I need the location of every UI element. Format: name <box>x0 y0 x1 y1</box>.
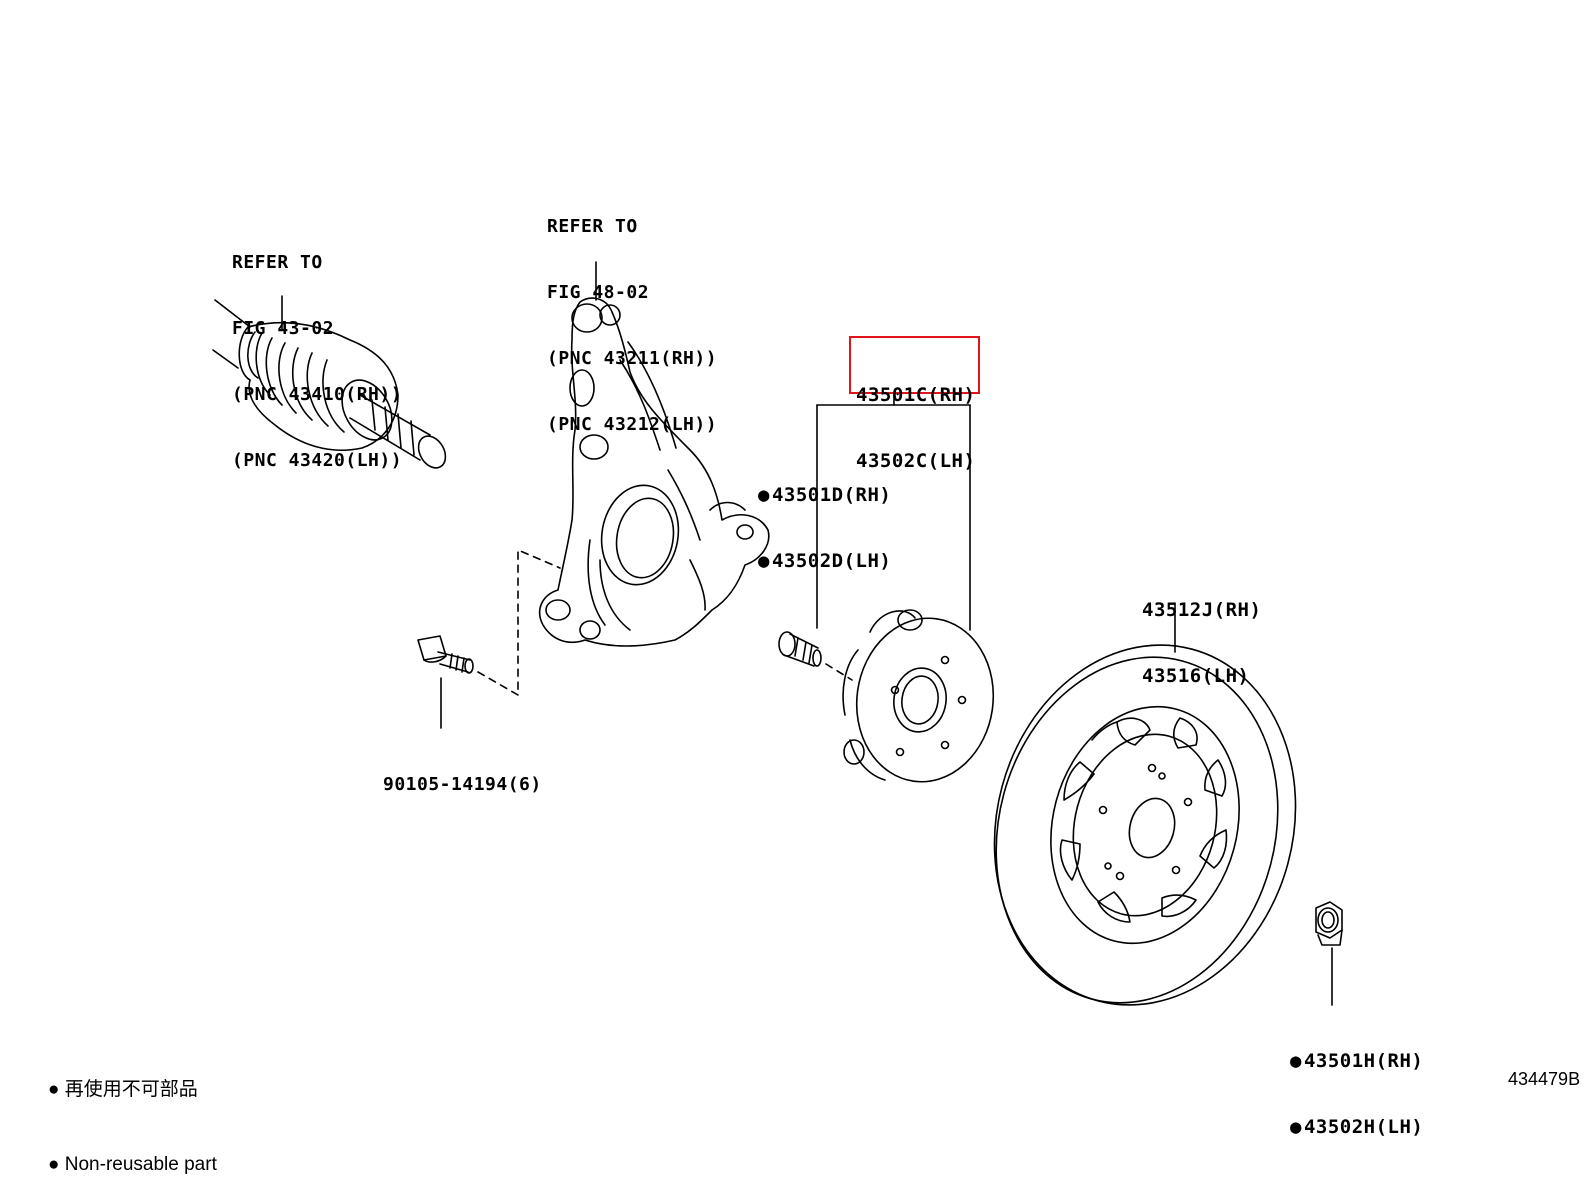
hub-assembly-illustration <box>842 609 995 783</box>
steering-knuckle-illustration <box>538 297 770 647</box>
hub-assembly-part-lh[interactable]: 43502C(LH) <box>856 450 976 472</box>
disc-rotor-part-rh[interactable]: 43512J(RH) <box>1142 599 1262 621</box>
figure-id: 434479B <box>1508 1069 1581 1089</box>
disc-rotor-part-lh[interactable]: 43516(LH) <box>1142 665 1250 687</box>
legend-bullet-icon: ● <box>48 1154 60 1175</box>
hub-assembly-callout[interactable]: 43501C(RH) 43502C(LH) <box>856 340 975 494</box>
legend-japanese-text: 再使用不可部品 <box>64 1079 198 1100</box>
driveshaft-refer-text: REFER TO <box>232 252 323 273</box>
hub-bolt-illustration <box>778 631 822 667</box>
legend-english-text: Non-reusable part <box>64 1154 217 1175</box>
legend: ● 再使用不可部品 ● Non-reusable part <box>48 1027 217 1202</box>
knuckle-refer-text: REFER TO <box>547 216 638 237</box>
knuckle-callout: REFER TO FIG 48-02 (PNC 43211(RH)) (PNC … <box>547 172 717 458</box>
knuckle-fig-text: FIG 48-02 <box>547 282 650 303</box>
hub-nut-callout[interactable]: 43501H(RH) 43502H(LH) <box>1290 1006 1423 1160</box>
knuckle-pnc-rh: (PNC 43211(RH)) <box>547 348 718 369</box>
disc-rotor-illustration <box>993 644 1297 1006</box>
hub-bolt-part-rh[interactable]: 43501D(RH) <box>758 484 891 506</box>
legend-bullet-icon: ● <box>48 1079 60 1100</box>
driveshaft-fig-text: FIG 43-02 <box>232 318 335 339</box>
disc-rotor-callout[interactable]: 43512J(RH) 43516(LH) <box>1142 555 1261 709</box>
driveshaft-callout: REFER TO FIG 43-02 (PNC 43410(RH)) (PNC … <box>232 208 402 494</box>
hub-assembly-part-rh[interactable]: 43501C(RH) <box>856 384 976 406</box>
knuckle-pnc-lh: (PNC 43212(LH)) <box>547 414 718 435</box>
drive-shaft-illustration <box>212 299 447 469</box>
knuckle-bolt-callout[interactable]: 90105-14194(6) <box>383 730 542 818</box>
knuckle-bolt-illustration <box>417 635 474 674</box>
hub-nut-part-rh[interactable]: 43501H(RH) <box>1290 1050 1423 1072</box>
parts-diagram <box>212 261 1343 1006</box>
hub-nut-illustration <box>1315 901 1343 946</box>
hub-bolt-part-lh[interactable]: 43502D(LH) <box>758 550 891 572</box>
hub-nut-part-lh[interactable]: 43502H(LH) <box>1290 1116 1423 1138</box>
hub-assembly-highlight-box <box>849 336 980 394</box>
knuckle-bolt-part[interactable]: 90105-14194(6) <box>383 774 542 795</box>
leader-lines <box>281 261 1333 1006</box>
hub-bolt-callout[interactable]: 43501D(RH) 43502D(LH) <box>758 440 891 594</box>
driveshaft-pnc-lh: (PNC 43420(LH)) <box>232 450 403 471</box>
driveshaft-pnc-rh: (PNC 43410(RH)) <box>232 384 403 405</box>
